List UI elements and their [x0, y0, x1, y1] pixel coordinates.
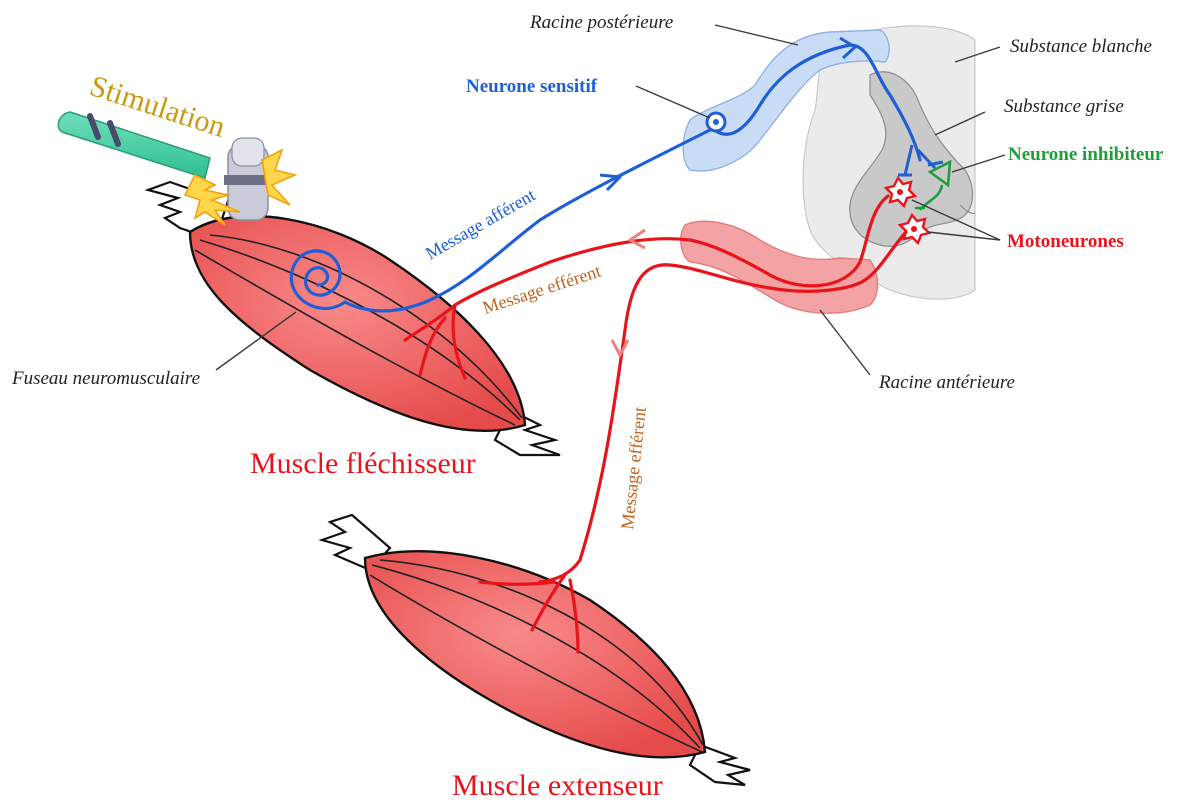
label-muscle-extenseur: Muscle extenseur — [452, 769, 663, 801]
label-motoneurones: Motoneurones — [1007, 231, 1124, 252]
efferent-axon-extensor — [540, 232, 906, 582]
label-racine-anterieure: Racine antérieure — [878, 372, 1015, 393]
label-racine-posterieure: Racine postérieure — [529, 12, 673, 33]
label-message-afferent: Message afférent — [422, 185, 539, 264]
label-neurone-sensitif: Neurone sensitif — [466, 76, 598, 97]
label-fuseau-neuromusculaire: Fuseau neuromusculaire — [11, 368, 200, 389]
label-message-efferent-flexor: Message efférent — [480, 261, 603, 318]
leader-neurone-sensitif — [636, 86, 710, 118]
leader-racine-posterieure — [715, 25, 798, 45]
label-substance-grise: Substance grise — [1004, 96, 1124, 117]
label-message-efferent-extensor: Message efférent — [617, 406, 650, 531]
leader-racine-anterieure — [820, 310, 870, 375]
sensory-nucleus — [713, 119, 719, 125]
label-neurone-inhibiteur: Neurone inhibiteur — [1008, 144, 1164, 165]
efferent-arrow-extensor — [612, 340, 628, 355]
label-substance-blanche: Substance blanche — [1010, 36, 1152, 57]
muscle-flechisseur-shape — [190, 216, 525, 431]
label-muscle-flechisseur: Muscle fléchisseur — [250, 447, 476, 480]
